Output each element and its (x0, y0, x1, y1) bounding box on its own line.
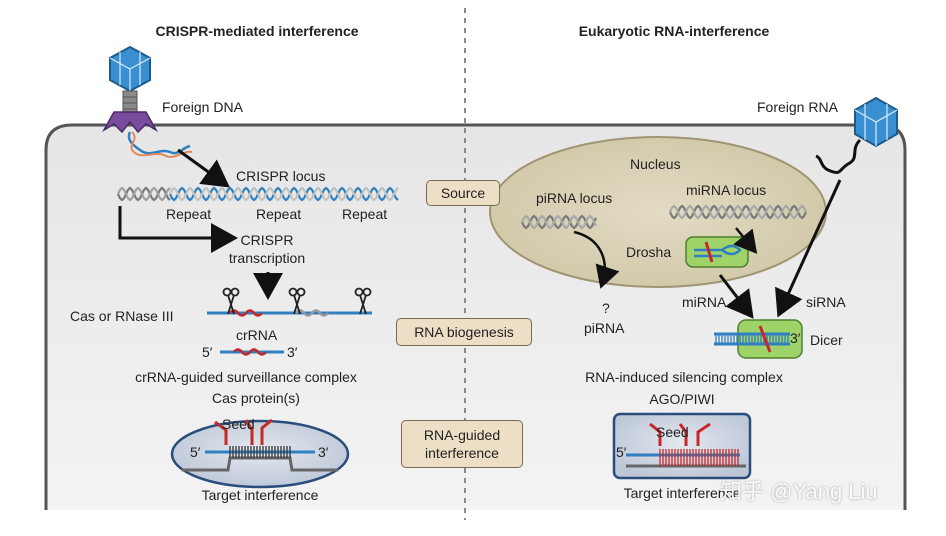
scissors-icon (222, 287, 372, 315)
repeat-label: Repeat (342, 206, 388, 222)
arrow-dna-to-locus (177, 148, 230, 188)
risc-label: RNA-induced silencing complex (585, 369, 783, 385)
crispr-locus-label: CRISPR locus (236, 168, 326, 184)
surveillance-complex-label: crRNA-guided surveillance complex (135, 369, 357, 385)
rna-biogenesis-box: RNA biogenesis (396, 318, 532, 346)
pirna-locus-dna (521, 214, 597, 230)
pirna-label: piRNA (584, 320, 625, 336)
three-prime-label: 3′ (287, 344, 298, 360)
pirna-locus-label: piRNA locus (536, 190, 613, 206)
ago-piwi-label: AGO/PIWI (649, 391, 715, 407)
arrow-sirna-to-dicer (775, 179, 842, 318)
arrow-mirna-locus (733, 227, 758, 254)
crispr-transcription-label: transcription (228, 250, 306, 266)
drosha-label: Drosha (626, 244, 672, 260)
foreign-dna-label: Foreign DNA (162, 99, 243, 115)
arrow-pirna (573, 230, 620, 289)
seed-label: Seed (222, 416, 255, 432)
dicer-complex (714, 319, 803, 359)
three-prime-label: 3′ (790, 330, 801, 346)
crispr-transcription-label: CRISPR (240, 232, 294, 248)
arrow-drosha-to-dicer (718, 274, 754, 319)
question-mark: ? (602, 300, 610, 316)
dicer-label: Dicer (810, 332, 843, 348)
target-interference-label: Target interference (623, 485, 741, 501)
drosha-complex (685, 236, 749, 268)
phage-left-icon (101, 45, 159, 134)
repeat-label: Repeat (166, 206, 212, 222)
ago-complex (612, 412, 752, 480)
mirna-label: miRNA (682, 294, 727, 310)
watermark: 知乎 @Yang Liu (720, 479, 878, 504)
cas-rnase-label: Cas or RNase III (70, 308, 174, 324)
mature-crrna (220, 348, 284, 356)
sirna-label: siRNA (806, 294, 846, 310)
cas-proteins-label: Cas protein(s) (212, 390, 300, 406)
target-interference-label: Target interference (201, 487, 319, 503)
mirna-locus-label: miRNA locus (686, 182, 767, 198)
five-prime-label: 5′ (190, 444, 201, 460)
crrna-label: crRNA (236, 327, 278, 343)
arrow-transcription (118, 206, 238, 253)
source-box: Source (426, 180, 500, 206)
cas-complex (170, 418, 350, 489)
right-panel-title: Eukaryotic RNA-interference (578, 23, 770, 39)
seed-label: Seed (656, 424, 689, 440)
five-prime-label: 5′ (616, 444, 627, 460)
nucleus-label: Nucleus (630, 156, 681, 172)
foreign-rna-label: Foreign RNA (757, 99, 838, 115)
crispr-locus-dna (117, 186, 399, 202)
three-prime-label: 3′ (318, 444, 329, 460)
repeat-label: Repeat (256, 206, 302, 222)
mirna-locus-dna (669, 204, 807, 220)
five-prime-label: 5′ (202, 344, 213, 360)
left-panel-title: CRISPR-mediated interference (155, 23, 359, 39)
virus-right-icon (815, 96, 898, 174)
